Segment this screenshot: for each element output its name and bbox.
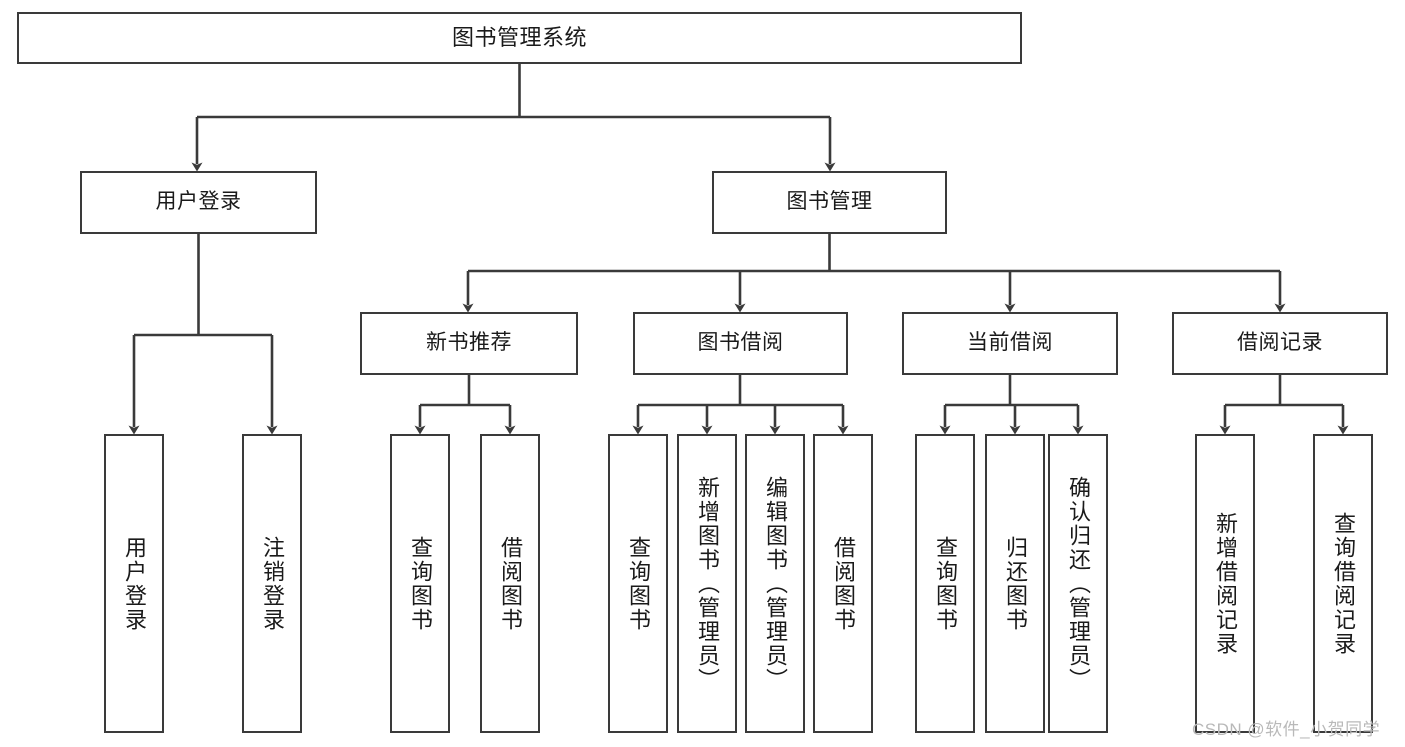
leaf-borrow-book-label: 借阅图书	[831, 535, 856, 632]
node-book-management[interactable]: 图书管理	[712, 171, 947, 234]
leaf-edit-book-admin[interactable]: 编辑图书（管理员）	[745, 434, 805, 733]
leaf-return-book[interactable]: 归还图书	[985, 434, 1045, 733]
leaf-query-borrow-record-label: 查询借阅记录	[1331, 511, 1356, 656]
leaf-query-book-borrow[interactable]: 查询图书	[608, 434, 668, 733]
leaf-add-borrow-record-label: 新增借阅记录	[1213, 511, 1238, 656]
leaf-user-login-label: 用户登录	[122, 535, 147, 632]
leaf-query-book-recommend[interactable]: 查询图书	[390, 434, 450, 733]
leaf-confirm-return-admin[interactable]: 确认归还（管理员）	[1048, 434, 1108, 733]
csdn-watermark: CSDN @软件_小贺同学	[1192, 720, 1381, 739]
leaf-logout-label: 注销登录	[260, 535, 285, 632]
node-current-borrow[interactable]: 当前借阅	[902, 312, 1118, 375]
leaf-confirm-return-admin-label: 确认归还（管理员）	[1066, 475, 1091, 692]
leaf-borrow-book-recommend-label: 借阅图书	[498, 535, 523, 632]
leaf-return-book-label: 归还图书	[1003, 535, 1028, 632]
leaf-add-book-admin[interactable]: 新增图书（管理员）	[677, 434, 737, 733]
node-user-login-label: 用户登录	[155, 190, 242, 214]
leaf-query-book-recommend-label: 查询图书	[408, 535, 433, 632]
node-new-book-recommend-label: 新书推荐	[426, 331, 512, 355]
leaf-query-book-current-label: 查询图书	[933, 535, 958, 632]
leaf-borrow-book-recommend[interactable]: 借阅图书	[480, 434, 540, 733]
node-root-label: 图书管理系统	[451, 25, 587, 51]
node-book-borrow[interactable]: 图书借阅	[633, 312, 848, 375]
node-book-management-label: 图书管理	[786, 190, 873, 214]
node-root[interactable]: 图书管理系统	[17, 12, 1022, 64]
node-borrow-record[interactable]: 借阅记录	[1172, 312, 1388, 375]
leaf-add-book-admin-label: 新增图书（管理员）	[695, 475, 720, 692]
node-borrow-record-label: 借阅记录	[1237, 331, 1323, 355]
node-current-borrow-label: 当前借阅	[967, 331, 1053, 355]
leaf-user-login[interactable]: 用户登录	[104, 434, 164, 733]
leaf-query-borrow-record[interactable]: 查询借阅记录	[1313, 434, 1373, 733]
leaf-logout[interactable]: 注销登录	[242, 434, 302, 733]
leaf-borrow-book[interactable]: 借阅图书	[813, 434, 873, 733]
leaf-query-book-borrow-label: 查询图书	[626, 535, 651, 632]
node-book-borrow-label: 图书借阅	[697, 331, 784, 355]
node-user-login[interactable]: 用户登录	[80, 171, 317, 234]
leaf-edit-book-admin-label: 编辑图书（管理员）	[763, 475, 788, 692]
node-new-book-recommend[interactable]: 新书推荐	[360, 312, 578, 375]
leaf-query-book-current[interactable]: 查询图书	[915, 434, 975, 733]
leaf-add-borrow-record[interactable]: 新增借阅记录	[1195, 434, 1255, 733]
